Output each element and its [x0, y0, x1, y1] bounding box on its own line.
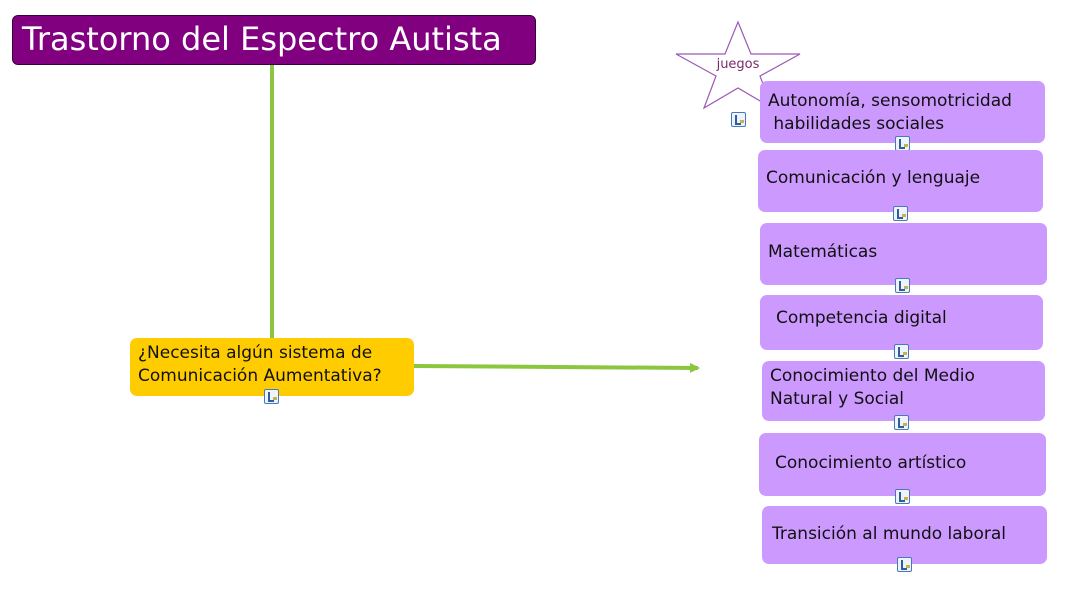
document-link-icon[interactable]: [894, 415, 909, 430]
area-label: Transición al mundo laboral: [772, 524, 1007, 544]
star-label: juegos: [716, 57, 760, 72]
star-shape: [675, 20, 801, 110]
question-line-2: Comunicación Aumentativa?: [138, 366, 382, 386]
area-node-comunicacion[interactable]: Comunicación y lenguaje: [758, 150, 1043, 212]
area-label: Comunicación y lenguaje: [766, 168, 981, 188]
area-label-line-1: Autonomía, sensomotricidad: [768, 91, 1012, 111]
area-label-line-1: Conocimiento del Medio: [770, 366, 975, 386]
question-line-1: ¿Necesita algún sistema de: [138, 343, 373, 363]
juegos-star[interactable]: juegos: [675, 20, 801, 110]
document-link-icon[interactable]: [264, 389, 279, 404]
area-label: Matemáticas: [768, 242, 878, 262]
document-link-icon[interactable]: [895, 489, 910, 504]
root-title-text: Trastorno del Espectro Autista: [22, 20, 502, 58]
area-label-line-2: Natural y Social: [770, 389, 904, 409]
area-node-autonomia[interactable]: Autonomía, sensomotricidad habilidades s…: [760, 81, 1045, 143]
document-link-icon[interactable]: [895, 278, 910, 293]
document-link-icon[interactable]: [894, 344, 909, 359]
document-link-icon[interactable]: [897, 557, 912, 572]
area-label-line-2: habilidades sociales: [768, 114, 945, 134]
area-label: Competencia digital: [776, 308, 947, 328]
area-node-matematicas[interactable]: Matemáticas: [760, 223, 1047, 285]
area-label: Conocimiento artístico: [775, 453, 967, 473]
question-to-areas-arrow: [413, 362, 700, 373]
question-node[interactable]: ¿Necesita algún sistema de Comunicación …: [130, 338, 414, 396]
area-node-artistico[interactable]: Conocimiento artístico: [759, 433, 1046, 496]
root-title-node[interactable]: Trastorno del Espectro Autista: [12, 15, 536, 65]
area-node-competencia-digital[interactable]: Competencia digital: [760, 295, 1043, 350]
document-link-icon[interactable]: [893, 206, 908, 221]
document-link-icon[interactable]: [895, 136, 910, 151]
area-node-medio-natural-social[interactable]: Conocimiento del Medio Natural y Social: [762, 361, 1045, 421]
document-link-icon[interactable]: [731, 112, 746, 127]
area-node-transicion-laboral[interactable]: Transición al mundo laboral: [762, 506, 1047, 564]
